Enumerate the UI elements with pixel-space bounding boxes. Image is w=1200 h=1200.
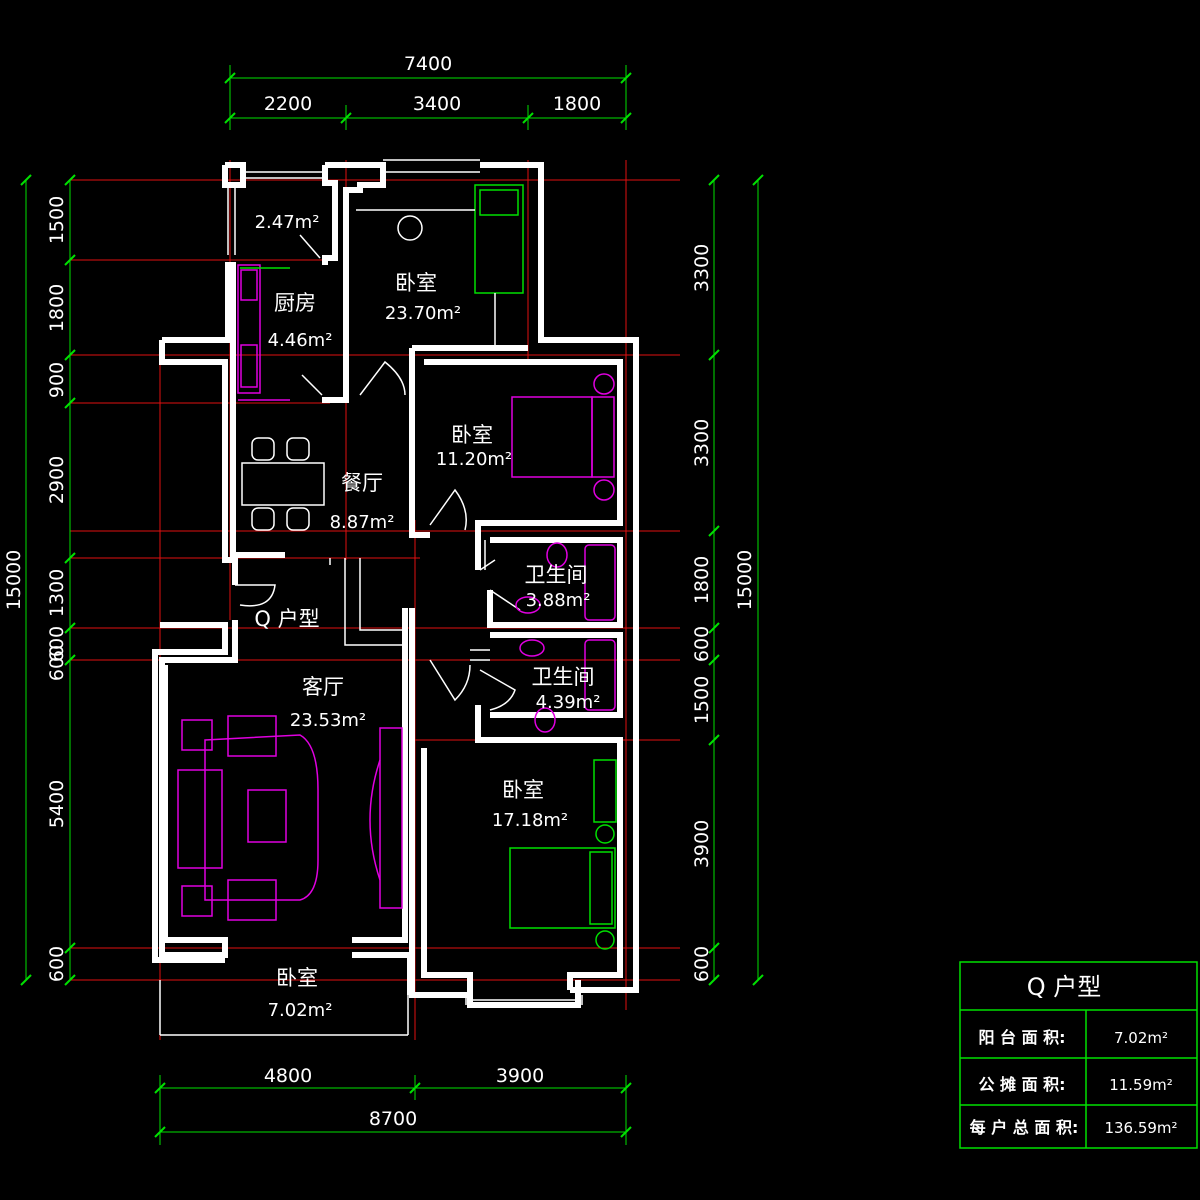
dim-right-total: 15000 [734,550,756,610]
bath1-name: 卫生间 [525,563,588,587]
dim-left-seg: 5400 [46,780,68,828]
kitchen-area: 4.46m² [268,330,333,351]
dim-top-total: 7400 [404,53,452,75]
dim-left-seg: 1500 [46,196,68,244]
dim-right-seg: 3300 [691,244,713,292]
unit-label: Q 户型 [254,607,319,631]
coffee-table [247,789,287,843]
bedroom-top-name: 卧室 [395,271,437,295]
dining-name: 餐厅 [341,471,383,495]
tv-cabinet [379,727,403,909]
dim-left-seg: 600 [46,626,68,662]
chair-icon [251,437,275,461]
dining-area: 8.87m² [330,512,395,533]
table-title: Q 户型 [1027,973,1102,1001]
table-row-value: 7.02m² [1114,1029,1168,1047]
dim-left-seg: 2900 [46,456,68,504]
basin-icon [515,596,541,614]
bathtub-icon [584,639,616,711]
living-name: 客厅 [302,675,344,699]
dim-left-seg: 1300 [46,569,68,617]
bedroom-br-name: 卧室 [502,778,544,802]
table-row-label: 每 户 总 面 积: [970,1118,1079,1137]
toilet-icon [546,542,568,568]
table-row-value: 136.59m² [1104,1119,1177,1137]
dimension-lines [20,65,764,1145]
rug [204,734,319,901]
armchair-icon [227,879,277,921]
side-table-icon [181,719,213,751]
lamp-icon [593,373,615,395]
summary-table: Q 户型 阳 台 面 积: 7.02m² 公 摊 面 积: 11.59m² 每 … [959,961,1198,1149]
kitchen-name: 厨房 [274,291,316,315]
dining-table [241,462,325,506]
bedroom-mid-area: 11.20m² [436,449,512,470]
dim-right-seg: 3900 [691,820,713,868]
dim-top-seg: 3400 [413,93,461,115]
bath1-area: 3.88m² [526,590,591,611]
dim-top-seg: 1800 [553,93,601,115]
dim-right-seg: 3300 [691,419,713,467]
wardrobe-icon [593,759,617,823]
dim-bottom-seg: 4800 [264,1065,312,1087]
windows-doors [159,159,583,1036]
bedroom-br-area: 17.18m² [492,810,568,831]
kitchen-counter [237,264,261,394]
table-row-value: 11.59m² [1109,1076,1173,1094]
bedroom-bl-name: 卧室 [276,966,318,990]
dim-left-total: 15000 [3,550,25,610]
dim-left-seg: 1800 [46,284,68,332]
walls [152,162,639,1008]
toilet-icon [534,707,556,733]
chair-icon [286,437,310,461]
dim-top-seg: 2200 [264,93,312,115]
dim-bottom-total: 8700 [369,1108,417,1130]
dim-left-seg: 600 [46,645,68,681]
dim-left-seg: 900 [46,362,68,398]
bedroom-mid-name: 卧室 [451,423,493,447]
lamp-icon [593,479,615,501]
chair-icon [286,507,310,531]
living-area: 23.53m² [290,710,366,731]
bed-icon [474,184,524,294]
table-row-label: 公 摊 面 积: [978,1075,1065,1094]
furniture [177,184,617,950]
bedroom-bl-area: 7.02m² [268,1000,333,1021]
chair-icon [397,215,423,241]
chair-icon [251,507,275,531]
dim-left-seg: 600 [46,946,68,982]
armchair-icon [227,715,277,757]
stove-icon [240,269,258,301]
balcony-area: 2.47m² [255,212,320,233]
sofa-icon [177,769,223,869]
bed-icon [509,847,616,929]
side-table-icon [181,885,213,917]
sink-icon [240,344,258,388]
bathtub-icon [584,544,616,621]
dim-right-seg: 600 [691,626,713,662]
bath2-name: 卫生间 [532,665,595,689]
dim-right-seg: 1500 [691,676,713,724]
dim-right-seg: 600 [691,946,713,982]
dim-right-seg: 1800 [691,556,713,604]
basin-icon [519,639,545,657]
dim-bottom-seg: 3900 [496,1065,544,1087]
bath2-area: 4.39m² [536,692,601,713]
bedroom-top-area: 23.70m² [385,303,461,324]
dimension-labels: 7400 2200 3400 1800 4800 3900 8700 15000… [3,53,756,1130]
room-labels: 2.47m² 厨房 4.46m² 卧室 23.70m² 餐厅 8.87m² 卧室… [254,212,600,1021]
table-row-label: 阳 台 面 积: [978,1028,1065,1047]
